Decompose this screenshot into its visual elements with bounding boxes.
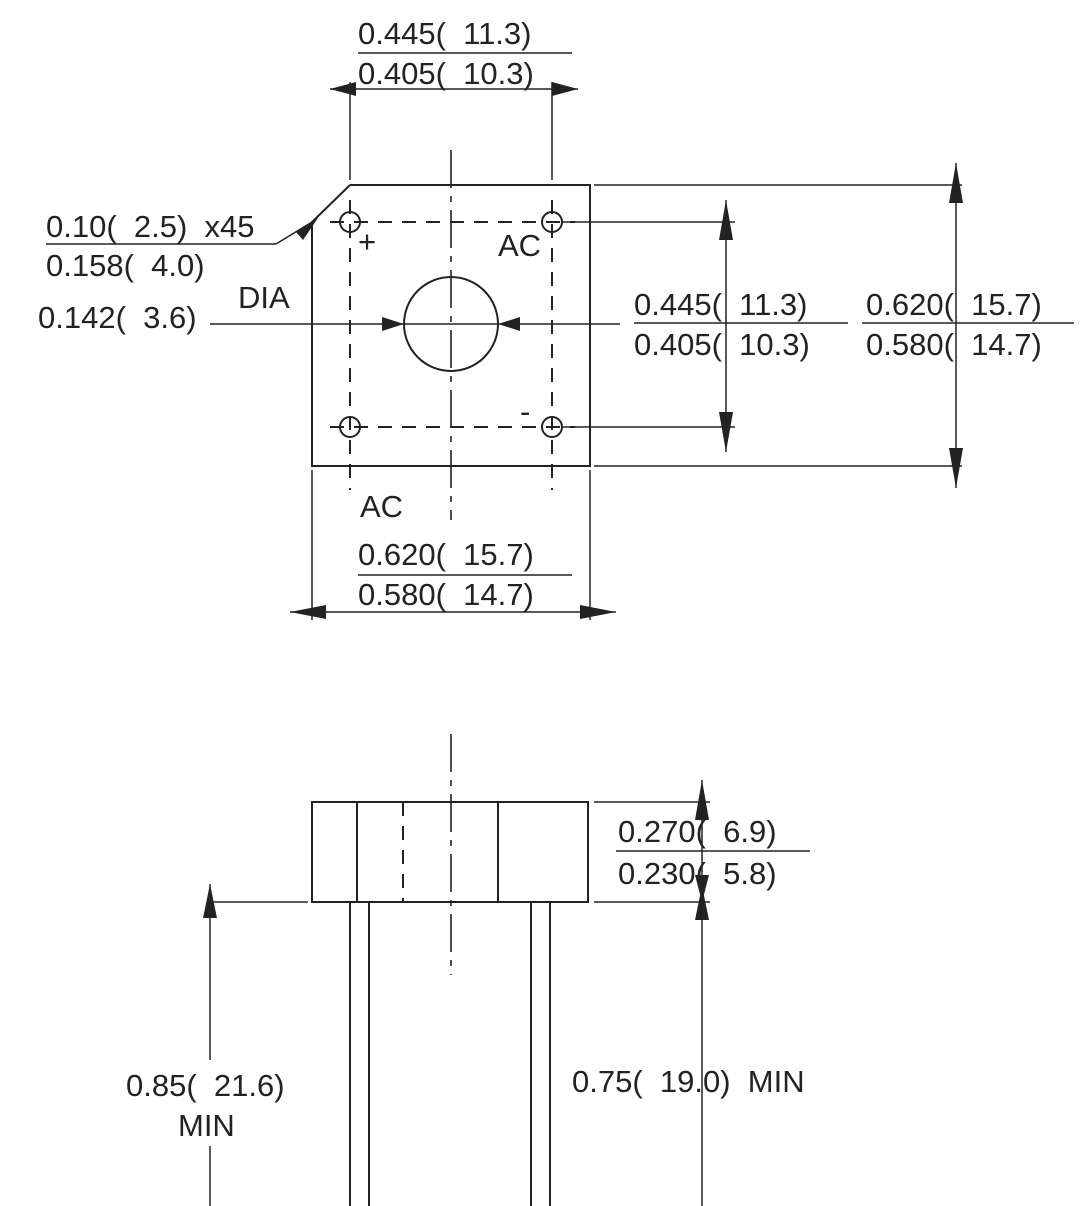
lead-long-value: 0.85( 21.6) xyxy=(126,1068,285,1103)
thickness-min: 0.230( 5.8) xyxy=(618,856,777,891)
body-width-min: 0.580( 14.7) xyxy=(358,577,534,612)
ac-label-bottom: AC xyxy=(360,489,403,524)
plus-label: + xyxy=(358,224,376,259)
lead-short-value: 0.75( 19.0) MIN xyxy=(572,1064,805,1099)
lead-long-min: MIN xyxy=(178,1108,235,1143)
body-height-arrow-top xyxy=(949,163,963,203)
pin-spacing-min: 0.405( 10.3) xyxy=(634,327,810,362)
body-width-arrow-left xyxy=(290,605,326,619)
body-width-max: 0.620( 15.7) xyxy=(358,537,534,572)
thickness-arrow-top xyxy=(695,780,709,820)
top-width-arrow-left xyxy=(330,82,356,96)
pin-plus xyxy=(339,211,361,233)
hole-arrow-right xyxy=(498,317,520,331)
top-width-min: 0.405( 10.3) xyxy=(358,56,534,91)
chamfer-arrow xyxy=(296,218,318,240)
minus-label: - xyxy=(520,394,530,429)
body-height-arrow-bottom xyxy=(949,448,963,488)
top-width-max: 0.445( 11.3) xyxy=(358,16,531,51)
hole-arrow-left xyxy=(382,317,404,331)
pin-spacing-max: 0.445( 11.3) xyxy=(634,287,807,322)
pin-ac-bottom xyxy=(339,416,361,438)
ac-label-right: AC xyxy=(498,228,541,263)
side-view: 0.270( 6.9) 0.230( 5.8) 0.85( 21.6) MIN … xyxy=(126,734,810,1206)
body-width-arrow-right xyxy=(580,605,616,619)
top-view: 0.445( 11.3) 0.405( 10.3) 0.10( 2.5) x45… xyxy=(38,16,1074,620)
body-height-min: 0.580( 14.7) xyxy=(866,327,1042,362)
pin-spacing-arrow-bottom xyxy=(719,412,733,452)
body-height-max: 0.620( 15.7) xyxy=(866,287,1042,322)
side-body xyxy=(311,801,589,903)
hole-dia-suffix: DIA xyxy=(238,280,290,315)
top-width-arrow-right xyxy=(552,82,578,96)
pin-spacing-arrow-top xyxy=(719,200,733,240)
chamfer-line1: 0.10( 2.5) x45 xyxy=(46,209,255,244)
lead-long-arrow-top xyxy=(203,884,217,918)
lead-short-arrow-top xyxy=(695,886,709,920)
hole-dia-value: 0.142( 3.6) xyxy=(38,300,197,335)
thickness-max: 0.270( 6.9) xyxy=(618,814,777,849)
chamfer-line2: 0.158( 4.0) xyxy=(46,248,205,283)
